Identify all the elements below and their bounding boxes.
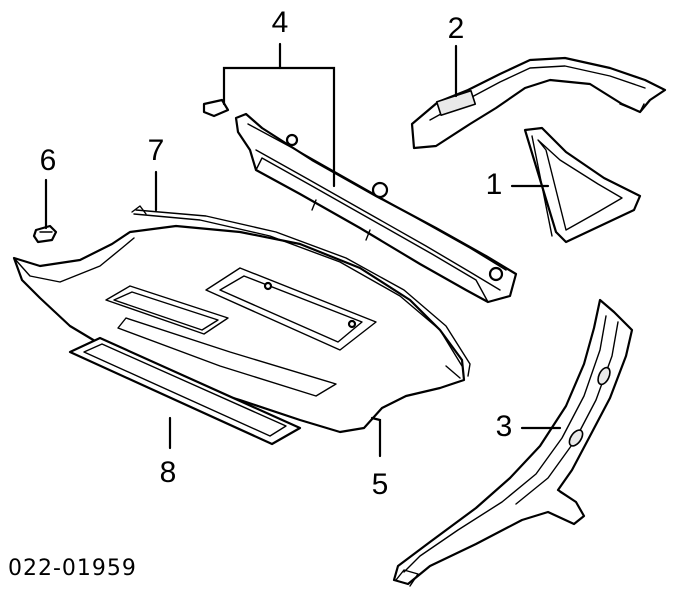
callout-2: 2 [447,12,465,45]
part-7-seal [131,205,147,215]
callout-7: 7 [147,134,165,167]
part-4-roller-blind [202,98,518,304]
part-2-upper-trim [410,56,667,150]
part-5-parcel-shelf [12,209,471,434]
callout-4: 4 [271,6,289,39]
callout-5: 5 [371,468,389,501]
diagram-code: 022-01959 [8,556,137,581]
part-8-mat [68,336,302,446]
part-6-clip [32,224,58,244]
part-3-pillar-trim [392,298,634,587]
callout-6: 6 [39,144,57,177]
leader-5 [370,416,382,458]
callout-1: 1 [485,168,503,201]
part-1-triangle-trim [523,126,642,244]
callout-8: 8 [159,456,177,489]
leader-lines [44,42,562,458]
callout-3: 3 [495,410,513,443]
